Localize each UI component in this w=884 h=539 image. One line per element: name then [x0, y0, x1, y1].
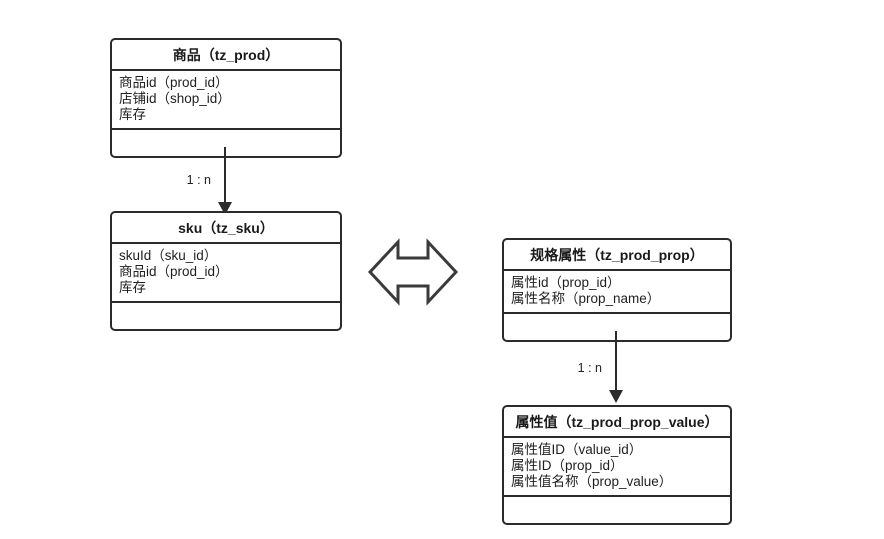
- attribute-row: skuId（sku_id）: [119, 248, 218, 263]
- entity-attributes: 属性id（prop_id） 属性名称（prop_name）: [504, 271, 730, 314]
- attribute-row: 属性id（prop_id）: [511, 275, 621, 290]
- attribute-row: 属性名称（prop_name）: [511, 291, 661, 306]
- connector-prop-to-prop-value: [609, 331, 631, 403]
- attribute-row: 属性ID（prop_id）: [511, 458, 624, 473]
- entity-attributes: skuId（sku_id） 商品id（prod_id） 库存: [112, 244, 340, 303]
- attribute-row: 商品id（prod_id）: [119, 75, 229, 90]
- attribute-row: 库存: [119, 280, 146, 295]
- connector-line: [615, 331, 617, 391]
- entity-tz-sku[interactable]: sku（tz_sku） skuId（sku_id） 商品id（prod_id） …: [110, 211, 342, 331]
- entity-title: sku（tz_sku）: [112, 213, 340, 244]
- entity-title: 规格属性（tz_prod_prop）: [504, 240, 730, 271]
- connector-line: [224, 147, 226, 203]
- entity-footer: [504, 497, 730, 523]
- arrowhead-icon: [609, 390, 623, 403]
- entity-tz-prod[interactable]: 商品（tz_prod） 商品id（prod_id） 店铺id（shop_id） …: [110, 38, 342, 158]
- attribute-row: 属性值ID（value_id）: [511, 442, 643, 457]
- attribute-row: 店铺id（shop_id）: [119, 91, 231, 106]
- entity-title: 属性值（tz_prod_prop_value）: [504, 407, 730, 438]
- connector-label: 1 : n: [577, 361, 602, 375]
- double-headed-arrow-icon: [367, 238, 459, 306]
- attribute-row: 属性值名称（prop_value）: [511, 474, 673, 489]
- connector-label: 1 : n: [186, 173, 211, 187]
- attribute-row: 商品id（prod_id）: [119, 264, 229, 279]
- attribute-row: 库存: [119, 107, 146, 122]
- entity-attributes: 属性值ID（value_id） 属性ID（prop_id） 属性值名称（prop…: [504, 438, 730, 497]
- entity-tz-prod-prop-value[interactable]: 属性值（tz_prod_prop_value） 属性值ID（value_id） …: [502, 405, 732, 525]
- entity-tz-prod-prop[interactable]: 规格属性（tz_prod_prop） 属性id（prop_id） 属性名称（pr…: [502, 238, 732, 342]
- entity-title: 商品（tz_prod）: [112, 40, 340, 71]
- entity-footer: [112, 303, 340, 329]
- entity-attributes: 商品id（prod_id） 店铺id（shop_id） 库存: [112, 71, 340, 130]
- connector-prod-to-sku: [218, 147, 240, 215]
